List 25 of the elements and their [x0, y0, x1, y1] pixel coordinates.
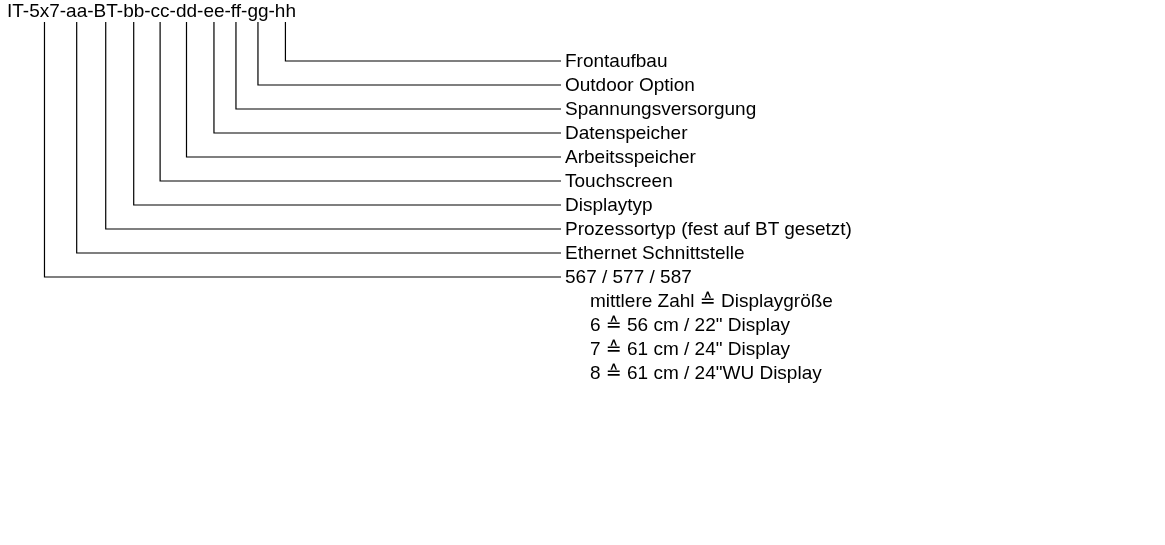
field-label: Datenspeicher — [565, 122, 688, 144]
leader-line — [105, 21, 562, 230]
leader-line — [257, 21, 562, 86]
leader-line — [284, 21, 562, 62]
leader-line — [213, 21, 562, 134]
leader-line — [76, 21, 562, 254]
field-label: Arbeitsspeicher — [565, 146, 696, 168]
leader-line — [43, 21, 562, 278]
field-label: 567 / 577 / 587 — [565, 266, 692, 288]
field-label: Touchscreen — [565, 170, 673, 192]
field-label: Frontaufbau — [565, 50, 668, 72]
note-text: 7 ≙ 61 cm / 24" Display — [590, 338, 791, 360]
field-label: Displaytyp — [565, 194, 653, 216]
field-label: Ethernet Schnittstelle — [565, 242, 745, 264]
note-text: 6 ≙ 56 cm / 22" Display — [590, 314, 791, 336]
note-text: mittlere Zahl ≙ Displaygröße — [590, 290, 833, 312]
leader-line — [235, 21, 562, 110]
leader-line — [185, 21, 562, 158]
type-code: IT-5x7-aa-BT-bb-cc-dd-ee-ff-gg-hh — [7, 0, 296, 22]
field-label: Spannungsversorgung — [565, 98, 757, 120]
leader-line — [159, 21, 562, 182]
field-label: Outdoor Option — [565, 74, 695, 96]
leader-line — [133, 21, 562, 206]
note-text: 8 ≙ 61 cm / 24"WU Display — [590, 362, 822, 384]
field-label: Prozessortyp (fest auf BT gesetzt) — [565, 218, 852, 240]
